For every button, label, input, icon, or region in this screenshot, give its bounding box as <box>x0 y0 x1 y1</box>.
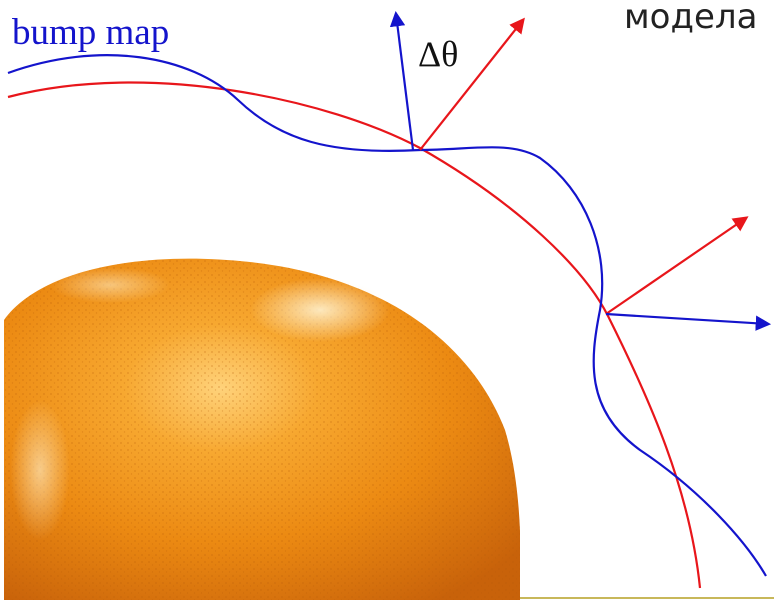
bumped-normal-arrow-1 <box>396 14 413 150</box>
orange-photo <box>4 259 521 600</box>
orange-highlight-left <box>10 400 70 540</box>
delta-theta-label: Δθ <box>418 34 458 74</box>
bump-map-label: bump map <box>12 12 169 53</box>
title-fragment: модела <box>624 0 757 37</box>
orange-highlight-top <box>50 267 170 303</box>
true-normal-arrow-2 <box>606 218 746 314</box>
orange-highlight <box>250 278 390 342</box>
bumped-normal-arrow-2 <box>606 314 768 324</box>
